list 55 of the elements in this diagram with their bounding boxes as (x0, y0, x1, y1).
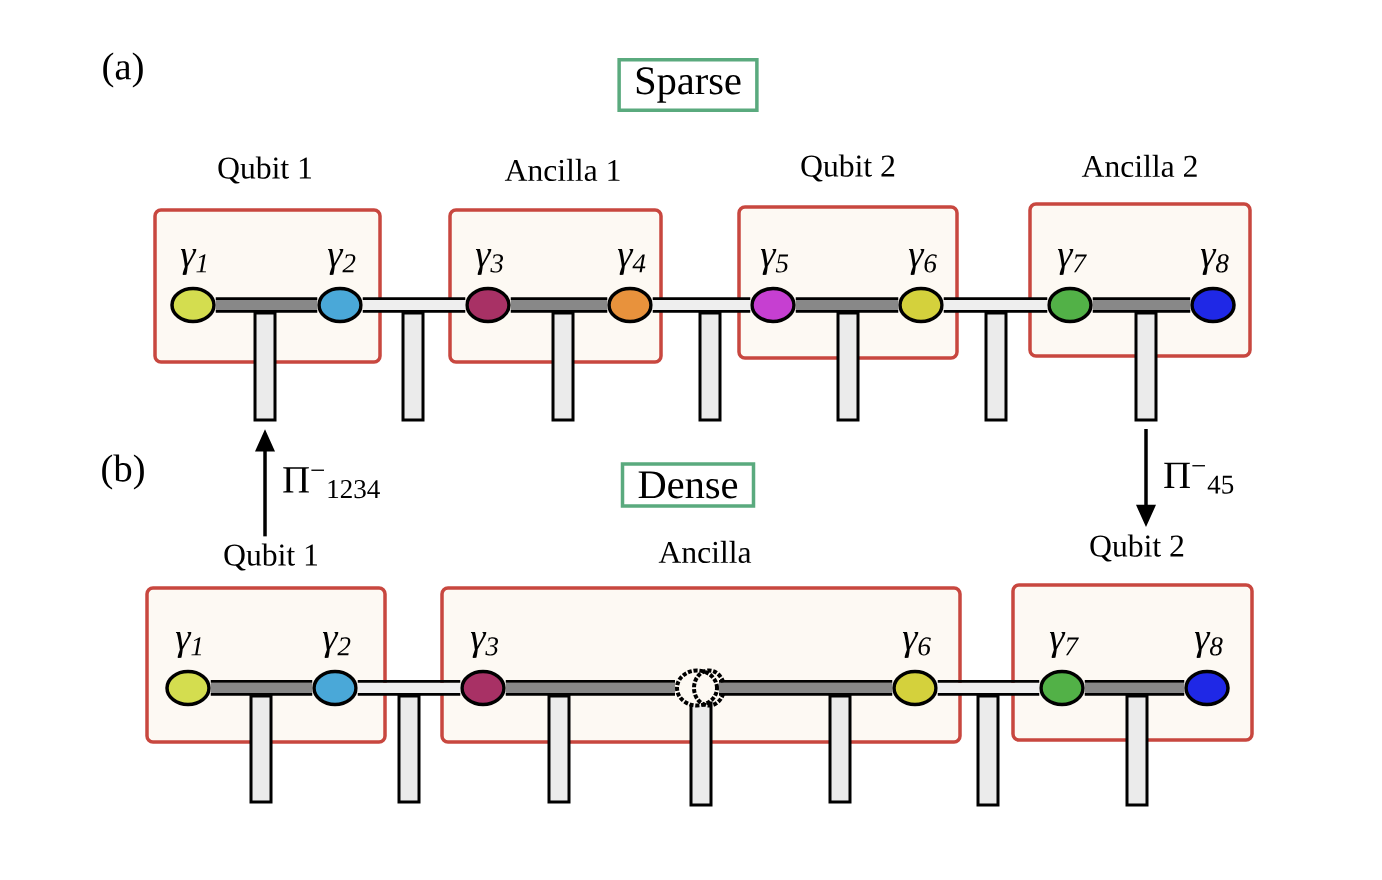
title-box: Dense (620, 462, 756, 508)
wire (210, 680, 313, 696)
wire (362, 297, 466, 313)
coupler-leg (249, 694, 273, 804)
edge-label: Π$^{−}$1234 (280, 465, 383, 500)
gamma-label: γ$_{6}$ (902, 632, 931, 658)
box-heading: Qubit 2 (1090, 534, 1184, 562)
box-heading: Qubit 1 (224, 543, 317, 571)
box-heading: Ancilla 2 (1081, 154, 1197, 178)
gamma-label: γ$_{1}$ (175, 632, 202, 658)
wire (943, 297, 1048, 313)
gamma-label: γ$_{5}$ (760, 249, 789, 275)
dotted-circle (675, 668, 726, 708)
coupler-leg (551, 311, 575, 422)
wire (937, 680, 1040, 696)
coupler-leg (1134, 311, 1158, 422)
coupler-leg (984, 311, 1008, 422)
coupler-leg (828, 694, 852, 804)
coupler-leg (547, 694, 571, 804)
coupler-leg (698, 311, 722, 422)
wire (1084, 680, 1185, 696)
wire (215, 297, 318, 313)
box-heading: Ancilla 1 (504, 158, 620, 182)
gamma-label: γ$_{2}$ (327, 249, 356, 275)
title-box: Sparse (617, 58, 759, 112)
gamma-label: γ$_{8}$ (1194, 632, 1223, 658)
coupler-leg (397, 694, 421, 804)
box-heading: Qubit 1 (218, 156, 311, 184)
box-heading: Ancilla (658, 540, 752, 564)
wire (719, 680, 893, 696)
wire (505, 680, 675, 696)
gamma-label: γ$_{3}$ (470, 632, 498, 658)
gamma-label: γ$_{4}$ (617, 249, 646, 275)
coupler-leg (976, 694, 1000, 807)
wire (652, 297, 751, 313)
wire (510, 297, 608, 313)
coupler-leg (401, 311, 425, 422)
panel-label: (b) (102, 454, 144, 490)
panel-label: (a) (103, 52, 143, 88)
coupler-leg (1125, 694, 1149, 807)
coupler-leg (689, 701, 713, 807)
wire (795, 297, 899, 313)
wire (1092, 297, 1191, 313)
edge-label: Π$^{−}$45 (1161, 460, 1237, 496)
gamma-label: γ$_{1}$ (180, 249, 207, 275)
gamma-label: γ$_{8}$ (1200, 249, 1229, 275)
wire (357, 680, 461, 696)
box-heading: Qubit 2 (801, 154, 895, 182)
gamma-label: γ$_{7}$ (1057, 249, 1087, 275)
coupler-leg (836, 311, 860, 422)
coupler-leg (253, 311, 277, 422)
gamma-label: γ$_{3}$ (475, 249, 503, 275)
gamma-label: γ$_{7}$ (1049, 632, 1079, 658)
gamma-label: γ$_{2}$ (322, 632, 351, 658)
gamma-label: γ$_{6}$ (908, 249, 937, 275)
